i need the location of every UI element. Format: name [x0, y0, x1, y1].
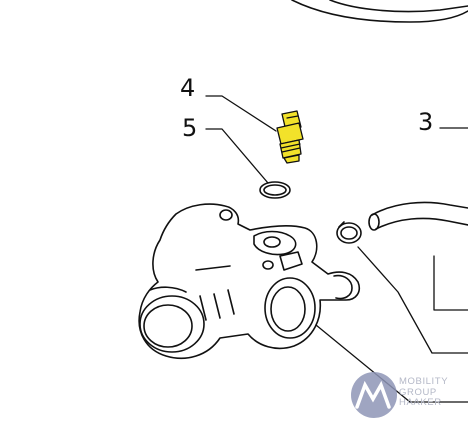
leader-housing — [315, 324, 468, 403]
leader-5 — [205, 128, 269, 184]
watermark-line-1: MOBILITY — [399, 376, 449, 387]
coolant-hose — [368, 201, 468, 231]
watermark-text: MOBILITY GROUP HAAKER — [399, 376, 449, 409]
top-hose-arcs — [291, 0, 468, 23]
hose-clamp — [336, 221, 362, 244]
leader-hose — [433, 255, 468, 311]
callout-3: 3 — [418, 108, 434, 136]
leader-clamp — [357, 246, 468, 354]
watermark-line-2: GROUP — [399, 386, 437, 398]
thermostat-housing — [138, 203, 361, 360]
callout-5: 5 — [182, 114, 198, 142]
watermark-line-3: HAAKER — [399, 397, 442, 408]
callout-4: 4 — [180, 74, 196, 102]
leader-lines — [205, 95, 468, 403]
mgh-logo — [351, 372, 397, 418]
sealing-ring — [259, 181, 291, 199]
leader-4 — [205, 95, 277, 132]
temperature-sensor — [276, 110, 304, 164]
